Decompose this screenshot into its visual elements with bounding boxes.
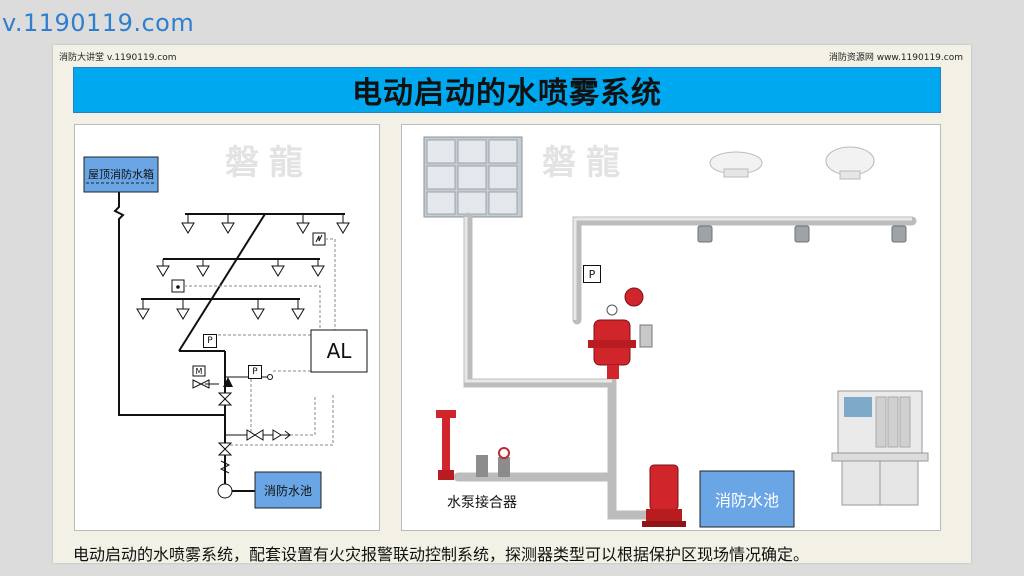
fire-control-panel [831,390,929,506]
deluge-valve-assembly [588,287,653,379]
pump-connector-label: 水泵接合器 [447,495,517,511]
illustration-diagram [423,136,929,528]
header-right-text: 消防资源网 www.1190119.com [828,53,963,63]
pressure-switch-left: P [203,334,217,348]
header-left-text: 消防大讲堂 v.1190119.com [59,53,177,63]
slide-title: 电动启动的水喷雾系统 [352,76,662,111]
title-bar: 电动启动的水喷雾系统 [73,67,941,113]
slide: 消防大讲堂 v.1190119.com 消防资源网 www.1190119.co… [53,45,971,564]
illustration-panel: 磐龍 [401,124,941,531]
motor-label: M [195,366,203,376]
heat-detector-illustration [825,146,875,180]
pressure-switch-right: P [583,265,601,283]
schematic-panel: 磐龍 [74,124,380,531]
schematic-diagram [83,156,368,509]
site-watermark-url: v.1190119.com [2,9,195,37]
pump-connector-illustration [436,410,510,480]
logo-watermark-right: 磐龍 [542,143,630,183]
pressure-switch-pump: P [248,365,262,379]
alarm-box-label: AL [326,339,352,363]
fire-pump-illustration [642,464,686,527]
slide-caption: 电动启动的水喷雾系统，配套设置有火灾报警联动控制系统，探测器类型可以根据保护区现… [73,545,810,564]
roof-tank-label: 屋顶消防水箱 [88,168,154,181]
logo-watermark-left: 磐龍 [225,143,313,183]
pool-label-right: 消防水池 [714,491,779,510]
pool-label-left: 消防水池 [263,483,312,498]
smoke-detector-illustration [709,151,763,178]
rooftop-water-tank [423,136,523,218]
